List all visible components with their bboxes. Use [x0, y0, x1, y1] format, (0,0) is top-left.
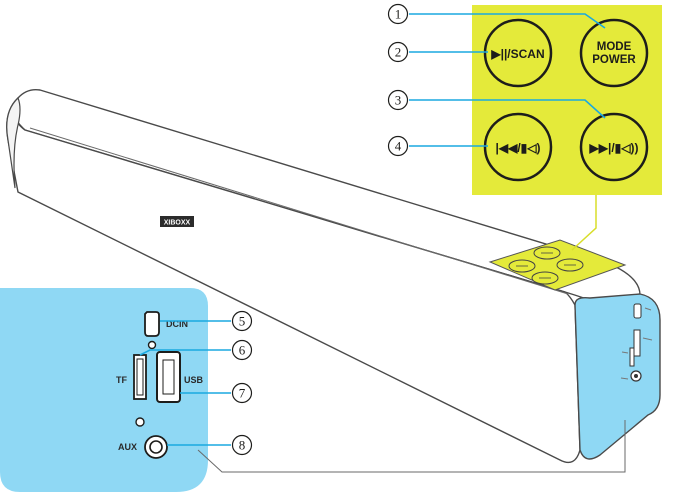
- callout-leaders-top: [409, 13, 606, 147]
- callout-1-number: 1: [395, 7, 402, 22]
- callout-4: 4: [387, 135, 409, 157]
- callout-5: 5: [231, 310, 253, 332]
- mode-label: MODE: [597, 41, 632, 53]
- mode-power-button[interactable]: MODE POWER: [579, 18, 649, 88]
- tf-indicator: [135, 417, 145, 427]
- play-scan-label: ▶||/SCAN: [490, 47, 544, 61]
- next-volume-up-button[interactable]: ▶▶|/▮◁)): [579, 112, 649, 182]
- callout-2: 2: [387, 41, 409, 63]
- next-volume-label: ▶▶|/▮◁)): [589, 141, 639, 155]
- aux-label: AUX: [118, 442, 137, 452]
- usb-label: USB: [184, 375, 204, 385]
- aux-jack[interactable]: [144, 435, 168, 459]
- power-label: POWER: [592, 54, 636, 66]
- callout-2-number: 2: [395, 45, 402, 60]
- callout-leaders-ports: [139, 320, 231, 446]
- brand-badge: XIBOXX: [160, 216, 194, 227]
- button-zoom-panel: ▶||/SCAN MODE POWER |◀◀/▮◁) ▶▶|/▮◁)): [472, 5, 662, 251]
- prev-volume-label: |◀◀/▮◁): [496, 141, 541, 155]
- dc-in-port[interactable]: [144, 311, 160, 337]
- end-face-ports: [620, 303, 653, 382]
- dcin-indicator: [147, 340, 157, 350]
- brand-badge-text: XIBOXX: [164, 220, 191, 227]
- ports-zoom-panel: DCIN TF USB AUX: [0, 288, 626, 492]
- callout-7: 7: [231, 382, 253, 404]
- callout-8: 8: [231, 434, 253, 456]
- tf-label: TF: [116, 375, 127, 385]
- usb-port[interactable]: [156, 351, 181, 403]
- callout-3-number: 3: [395, 93, 402, 108]
- prev-volume-down-button[interactable]: |◀◀/▮◁): [483, 112, 553, 182]
- callout-7-number: 7: [239, 386, 246, 401]
- callout-5-number: 5: [239, 314, 246, 329]
- callout-3: 3: [387, 89, 409, 111]
- dcin-label: DCIN: [166, 319, 188, 329]
- callout-8-number: 8: [239, 438, 246, 453]
- tf-card-slot[interactable]: [133, 354, 147, 400]
- callout-4-number: 4: [395, 139, 402, 154]
- play-scan-button[interactable]: ▶||/SCAN: [483, 18, 553, 88]
- callout-6-number: 6: [239, 343, 246, 358]
- top-button-area: [488, 239, 627, 291]
- callout-1: 1: [387, 3, 409, 25]
- callout-6: 6: [231, 339, 253, 361]
